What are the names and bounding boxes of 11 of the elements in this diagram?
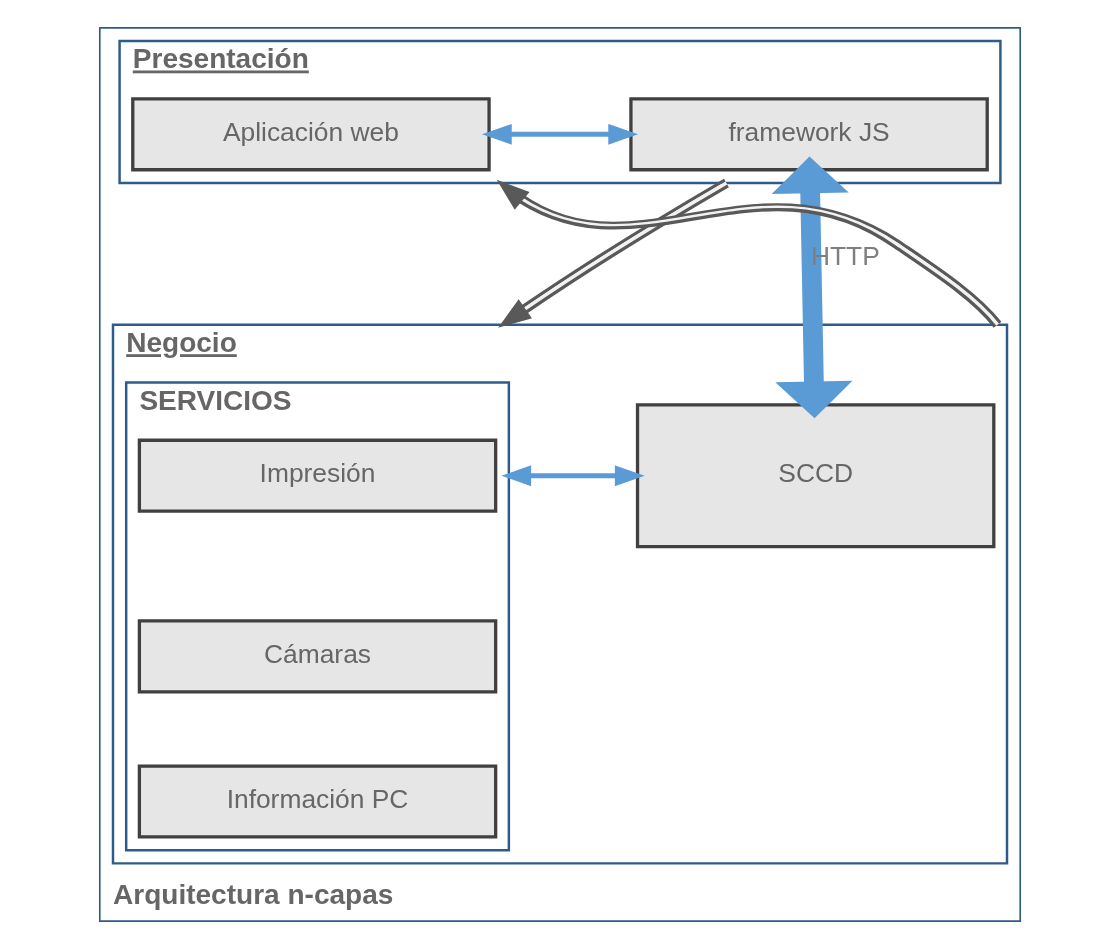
arrow	[481, 123, 639, 145]
arrow	[498, 178, 729, 328]
node-box: Cámaras	[137, 619, 498, 694]
node-box: Impresión	[137, 438, 498, 513]
node-box: SCCD	[635, 403, 996, 549]
arrow	[496, 179, 1002, 328]
node-box: framework JS	[629, 97, 989, 172]
arrow	[771, 156, 853, 419]
node-box: Aplicación web	[131, 97, 491, 172]
node-box: Información PC	[137, 764, 498, 839]
arrow	[501, 465, 645, 487]
